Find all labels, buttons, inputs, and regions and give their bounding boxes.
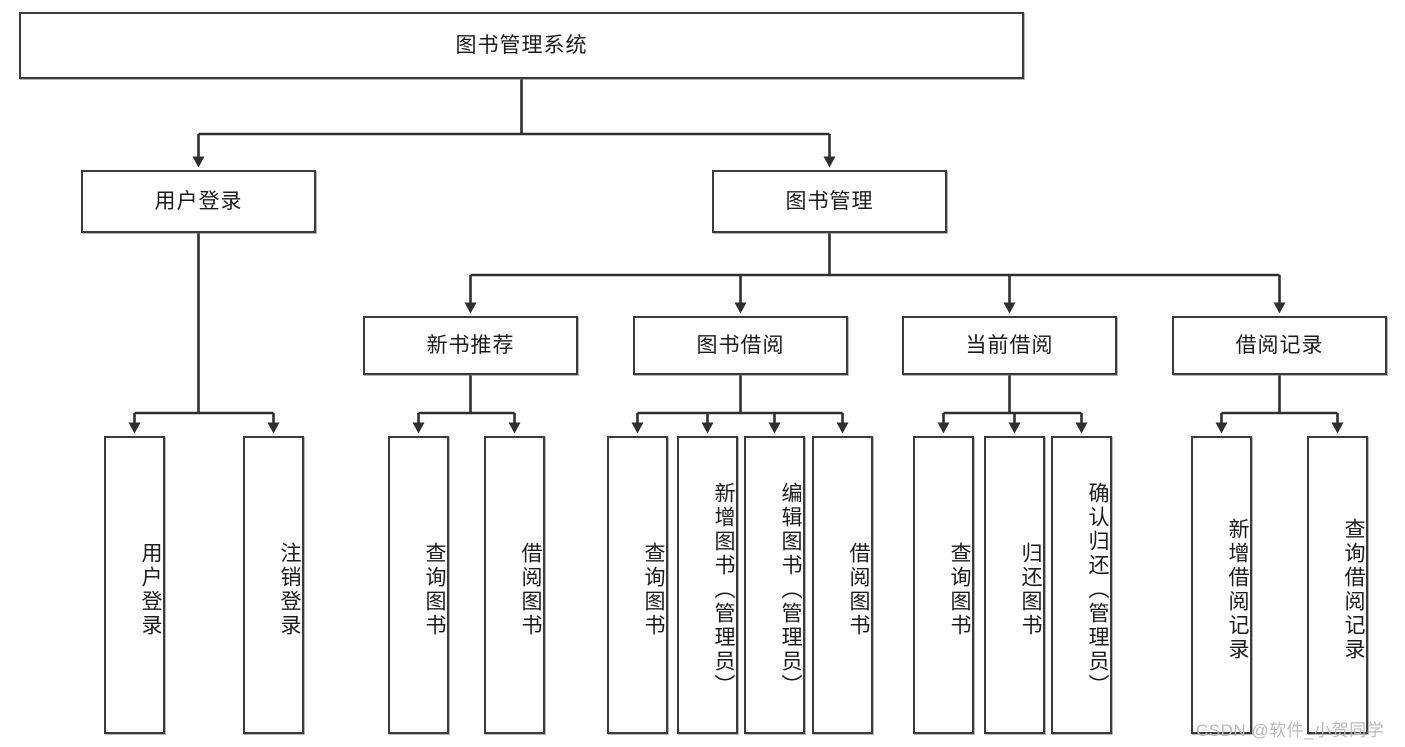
node-label: 借阅图书 — [847, 542, 870, 638]
node-l9[interactable]: 查询图书 — [913, 436, 974, 734]
node-label: 借阅记录 — [1235, 333, 1324, 357]
node-n-rec[interactable]: 新书推荐 — [363, 316, 578, 375]
node-n-cur[interactable]: 当前借阅 — [902, 316, 1117, 375]
node-label: 新书推荐 — [426, 333, 515, 357]
node-n-his[interactable]: 借阅记录 — [1172, 316, 1387, 375]
node-label: 查询图书 — [948, 542, 971, 638]
node-label: 图书管理系统 — [455, 33, 588, 57]
node-l3[interactable]: 查询图书 — [388, 436, 449, 734]
node-label: 新增借阅记录 — [1226, 518, 1249, 662]
node-label: 借阅图书 — [519, 542, 542, 638]
node-l8[interactable]: 借阅图书 — [812, 436, 873, 734]
node-root[interactable]: 图书管理系统 — [19, 12, 1024, 79]
node-label: 查询借阅记录 — [1342, 518, 1365, 662]
node-l6[interactable]: 新增图书（管理员） — [677, 436, 738, 734]
node-l10[interactable]: 归还图书 — [984, 436, 1045, 734]
node-n-book[interactable]: 图书管理 — [712, 170, 947, 233]
node-n-bor[interactable]: 图书借阅 — [633, 316, 848, 375]
node-label: 确认归还（管理员） — [1086, 482, 1109, 698]
node-label: 图书借阅 — [696, 333, 785, 357]
node-label: 注销登录 — [278, 542, 301, 638]
node-label: 归还图书 — [1019, 542, 1042, 638]
node-label: 用户登录 — [139, 542, 162, 638]
node-l11[interactable]: 确认归还（管理员） — [1051, 436, 1112, 734]
node-label: 当前借阅 — [965, 333, 1054, 357]
node-l13[interactable]: 查询借阅记录 — [1307, 436, 1368, 734]
node-l4[interactable]: 借阅图书 — [484, 436, 545, 734]
node-l7[interactable]: 编辑图书（管理员） — [744, 436, 805, 734]
node-label: 新增图书（管理员） — [712, 482, 735, 698]
node-l2[interactable]: 注销登录 — [243, 436, 304, 734]
node-n-login[interactable]: 用户登录 — [81, 170, 316, 233]
node-l1[interactable]: 用户登录 — [104, 436, 165, 734]
node-label: 图书管理 — [785, 189, 874, 213]
csdn-watermark: CSDN @软件_小贺同学 — [1196, 721, 1385, 740]
node-label: 查询图书 — [423, 542, 446, 638]
node-l5[interactable]: 查询图书 — [607, 436, 668, 734]
node-label: 编辑图书（管理员） — [779, 482, 802, 698]
node-label: 查询图书 — [642, 542, 665, 638]
node-l12[interactable]: 新增借阅记录 — [1191, 436, 1252, 734]
node-label: 用户登录 — [154, 189, 243, 213]
